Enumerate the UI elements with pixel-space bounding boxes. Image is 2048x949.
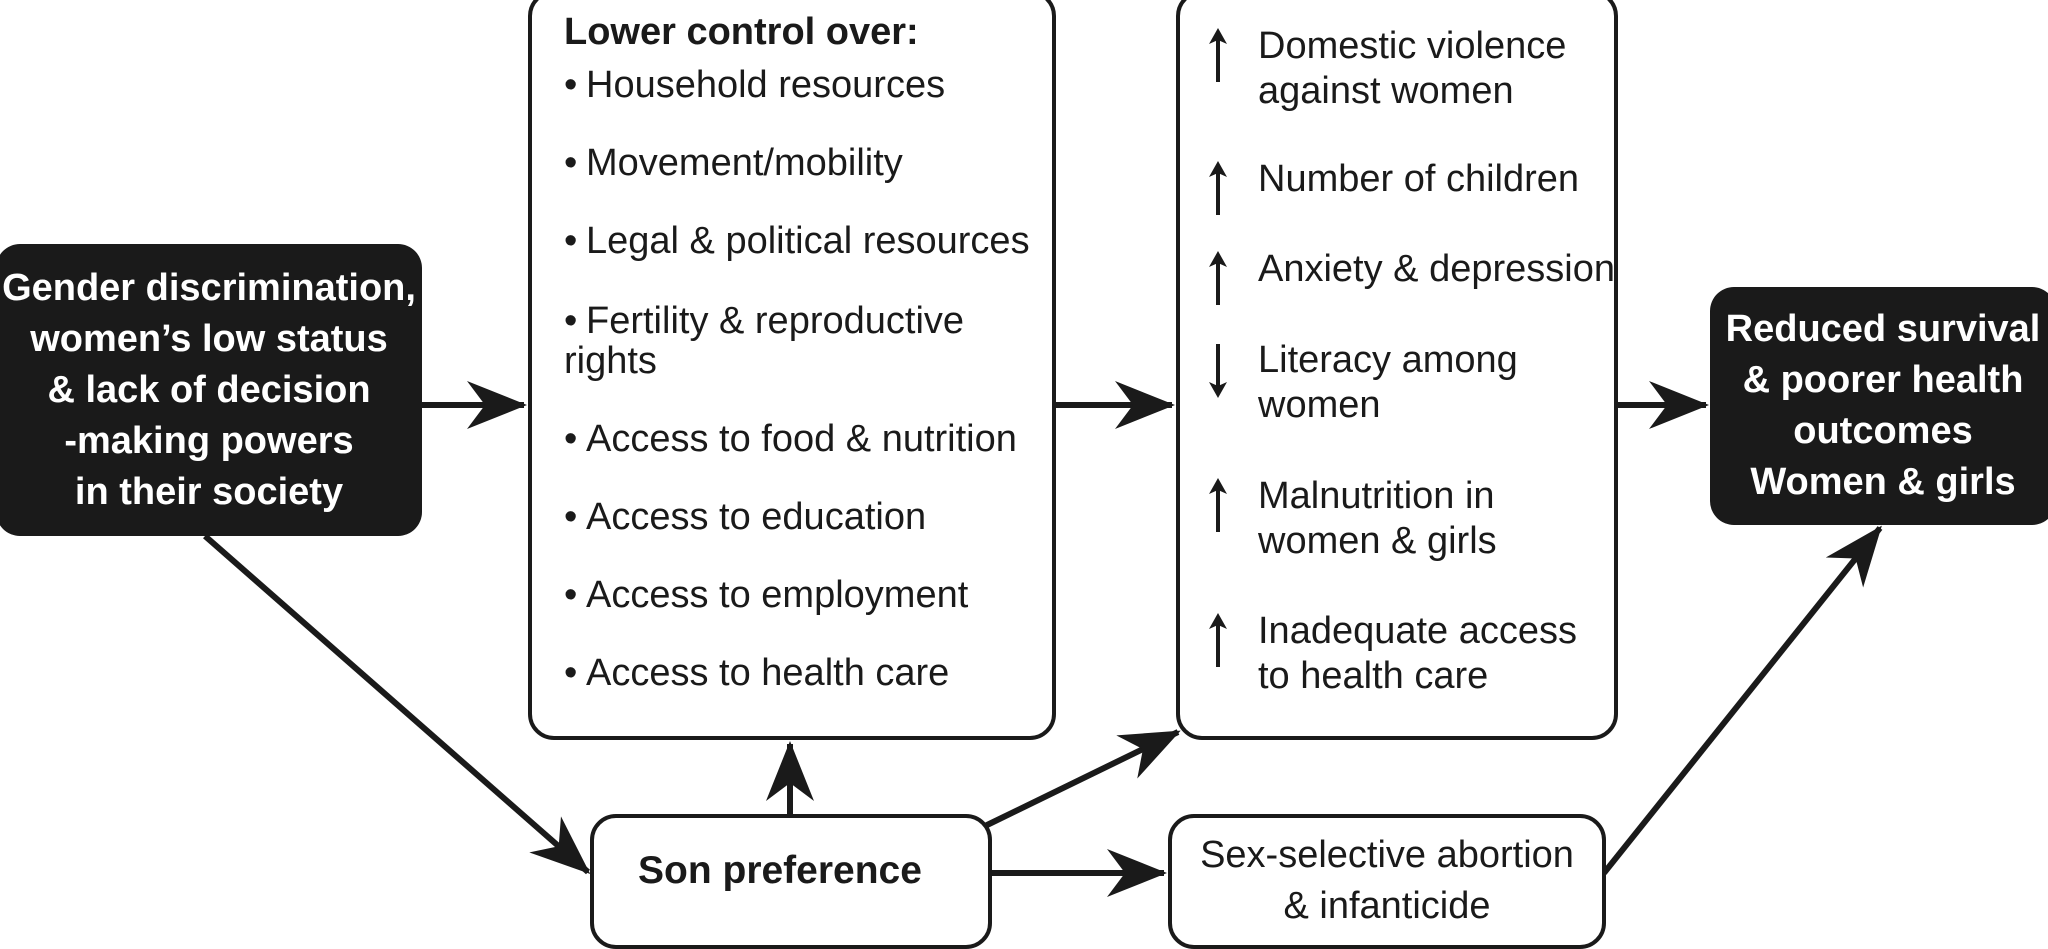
son-preference-label: Son preference (638, 848, 922, 892)
gender-discrimination-box: Gender discrimination, women’s low statu… (0, 244, 422, 536)
outcome-line: Reduced survival (1725, 308, 2041, 350)
bullet-icon: • (564, 64, 578, 106)
bullet-icon: • (564, 300, 578, 342)
lower-control-item: •Legal & political resources (564, 220, 1030, 262)
arrow-cause-to-son-preference (203, 533, 591, 875)
lower-control-item: •Access to employment (564, 574, 969, 616)
outcome-line: Women & girls (1750, 461, 2016, 503)
lower-control-item: •Access to education (564, 496, 927, 538)
outcome-text: Reduced survival & poorer health outcome… (1726, 304, 2041, 508)
effect-line: Domestic violence (1258, 25, 1567, 67)
effect-line: to health care (1258, 655, 1489, 697)
cause-line: & lack of decision (47, 368, 371, 411)
up-arrow-icon (1209, 251, 1227, 305)
bullet-icon: • (564, 418, 578, 460)
bullet-icon: • (564, 652, 578, 694)
cause-line: women’s low status (30, 317, 388, 360)
outcome-box: Reduced survival & poorer health outcome… (1710, 287, 2048, 525)
son-preference-box: Son preference (590, 814, 992, 949)
effect-line: Malnutrition in (1258, 475, 1495, 517)
down-arrow-icon (1209, 344, 1227, 398)
arrow-sex-selective-to-outcome (1601, 525, 1883, 875)
lower-control-item: •Household resources (564, 64, 946, 106)
bullet-icon: • (564, 496, 578, 538)
effect-line: Number of children (1258, 158, 1580, 200)
up-arrow-icon (1209, 28, 1227, 82)
lower-control-item: •Fertility & reproductive rights (564, 300, 965, 382)
effect-line: against women (1258, 70, 1514, 112)
arrow-son-preference-to-effects (983, 729, 1181, 829)
bullet-icon: • (564, 220, 578, 262)
sex-selective-box: Sex-selective abortion & infanticide (1168, 814, 1606, 949)
gender-discrimination-text: Gender discrimination, women’s low statu… (2, 263, 416, 518)
sex-selective-line: & infanticide (1283, 885, 1491, 927)
lower-control-heading: Lower control over: (564, 11, 919, 53)
outcome-line: & poorer health (1742, 359, 2024, 401)
up-arrow-icon (1209, 613, 1227, 667)
effect-line: women (1258, 384, 1381, 426)
lower-control-item: •Access to food & nutrition (564, 418, 1017, 460)
up-arrow-icon (1209, 478, 1227, 532)
sex-selective-line: Sex-selective abortion (1200, 834, 1574, 876)
lower-control-item: •Access to health care (564, 652, 950, 694)
bullet-icon: • (564, 142, 578, 184)
lower-control-box: Lower control over: •Household resources… (528, 0, 1056, 740)
lower-control-item: •Movement/mobility (564, 142, 903, 184)
effect-line: Literacy among (1258, 339, 1518, 381)
effect-line: Inadequate access (1258, 610, 1578, 652)
effect-line: women & girls (1258, 520, 1497, 562)
bullet-icon: • (564, 574, 578, 616)
up-arrow-icon (1209, 161, 1227, 215)
cause-line: -making powers (64, 419, 354, 462)
connector-arrows (203, 381, 1883, 897)
cause-line: in their society (74, 470, 344, 513)
effect-line: Anxiety & depression (1258, 248, 1615, 290)
outcome-line: outcomes (1793, 410, 1973, 452)
cause-line: Gender discrimination, (2, 266, 416, 309)
